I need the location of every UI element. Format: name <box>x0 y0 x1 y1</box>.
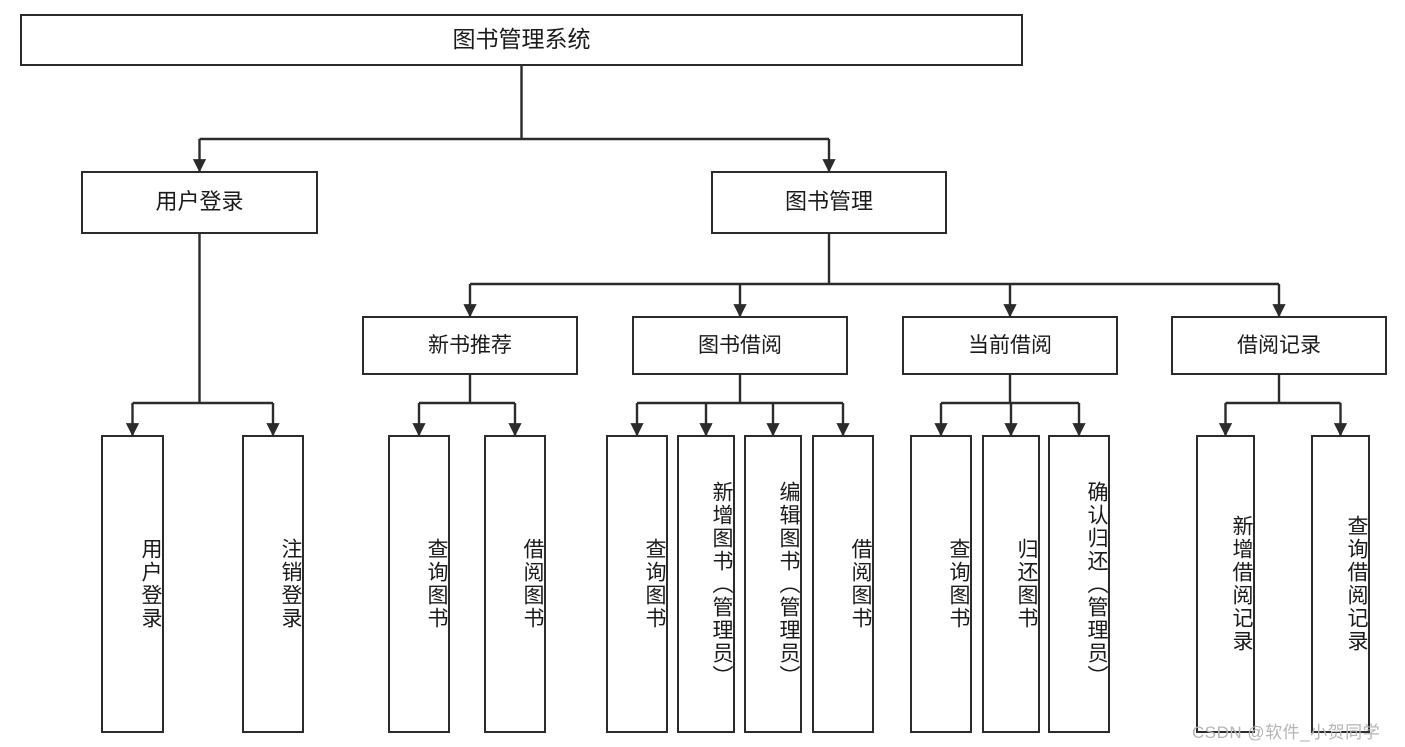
node-leaf-rec-query-book[interactable]: 查询图书 <box>388 435 450 733</box>
node-root[interactable]: 图书管理系统 <box>20 14 1023 66</box>
node-leaf-record-query[interactable]: 查询借阅记录 <box>1311 435 1370 733</box>
watermark-text: CSDN @软件_小贺同学 <box>1192 723 1381 742</box>
node-leaf-rec-query-book-label: 查询图书 <box>425 538 448 630</box>
node-leaf-rec-borrow-book-label: 借阅图书 <box>521 538 544 630</box>
node-leaf-borrow-edit-book-label: 编辑图书（管理员） <box>777 480 800 688</box>
node-borrow-record[interactable]: 借阅记录 <box>1171 316 1387 375</box>
node-leaf-record-add[interactable]: 新增借阅记录 <box>1196 435 1255 733</box>
node-leaf-current-return-book[interactable]: 归还图书 <box>982 435 1040 733</box>
node-leaf-current-confirm-return[interactable]: 确认归还（管理员） <box>1048 435 1110 733</box>
node-leaf-borrow-edit-book[interactable]: 编辑图书（管理员） <box>744 435 802 733</box>
node-root-label: 图书管理系统 <box>452 26 591 53</box>
node-new-book-rec[interactable]: 新书推荐 <box>362 316 578 375</box>
node-book-borrow[interactable]: 图书借阅 <box>632 316 848 375</box>
node-book-manage[interactable]: 图书管理 <box>711 171 947 234</box>
node-leaf-user-logout[interactable]: 注销登录 <box>242 435 304 733</box>
node-current-borrow[interactable]: 当前借阅 <box>902 316 1118 375</box>
node-leaf-record-add-label: 新增借阅记录 <box>1230 515 1253 653</box>
node-leaf-borrow-borrow-book-label: 借阅图书 <box>849 538 872 630</box>
node-user-login-label: 用户登录 <box>155 189 244 215</box>
node-leaf-current-return-book-label: 归还图书 <box>1015 538 1038 630</box>
node-leaf-user-login-label: 用户登录 <box>139 538 162 630</box>
node-user-login[interactable]: 用户登录 <box>81 171 318 234</box>
node-current-borrow-label: 当前借阅 <box>968 333 1052 357</box>
node-leaf-borrow-add-book[interactable]: 新增图书（管理员） <box>677 435 735 733</box>
node-leaf-current-query-book-label: 查询图书 <box>947 538 970 630</box>
node-leaf-borrow-query-book-label: 查询图书 <box>643 538 666 630</box>
node-leaf-record-query-label: 查询借阅记录 <box>1345 515 1368 653</box>
node-borrow-record-label: 借阅记录 <box>1237 333 1321 357</box>
node-book-borrow-label: 图书借阅 <box>698 333 782 357</box>
node-new-book-rec-label: 新书推荐 <box>428 333 512 357</box>
node-leaf-user-logout-label: 注销登录 <box>279 538 302 630</box>
node-leaf-current-confirm-return-label: 确认归还（管理员） <box>1085 480 1108 688</box>
node-leaf-borrow-borrow-book[interactable]: 借阅图书 <box>812 435 874 733</box>
node-book-manage-label: 图书管理 <box>784 189 873 215</box>
node-leaf-user-login[interactable]: 用户登录 <box>101 435 164 733</box>
node-leaf-current-query-book[interactable]: 查询图书 <box>910 435 972 733</box>
node-leaf-borrow-add-book-label: 新增图书（管理员） <box>710 480 733 688</box>
node-leaf-borrow-query-book[interactable]: 查询图书 <box>606 435 668 733</box>
node-leaf-rec-borrow-book[interactable]: 借阅图书 <box>484 435 546 733</box>
